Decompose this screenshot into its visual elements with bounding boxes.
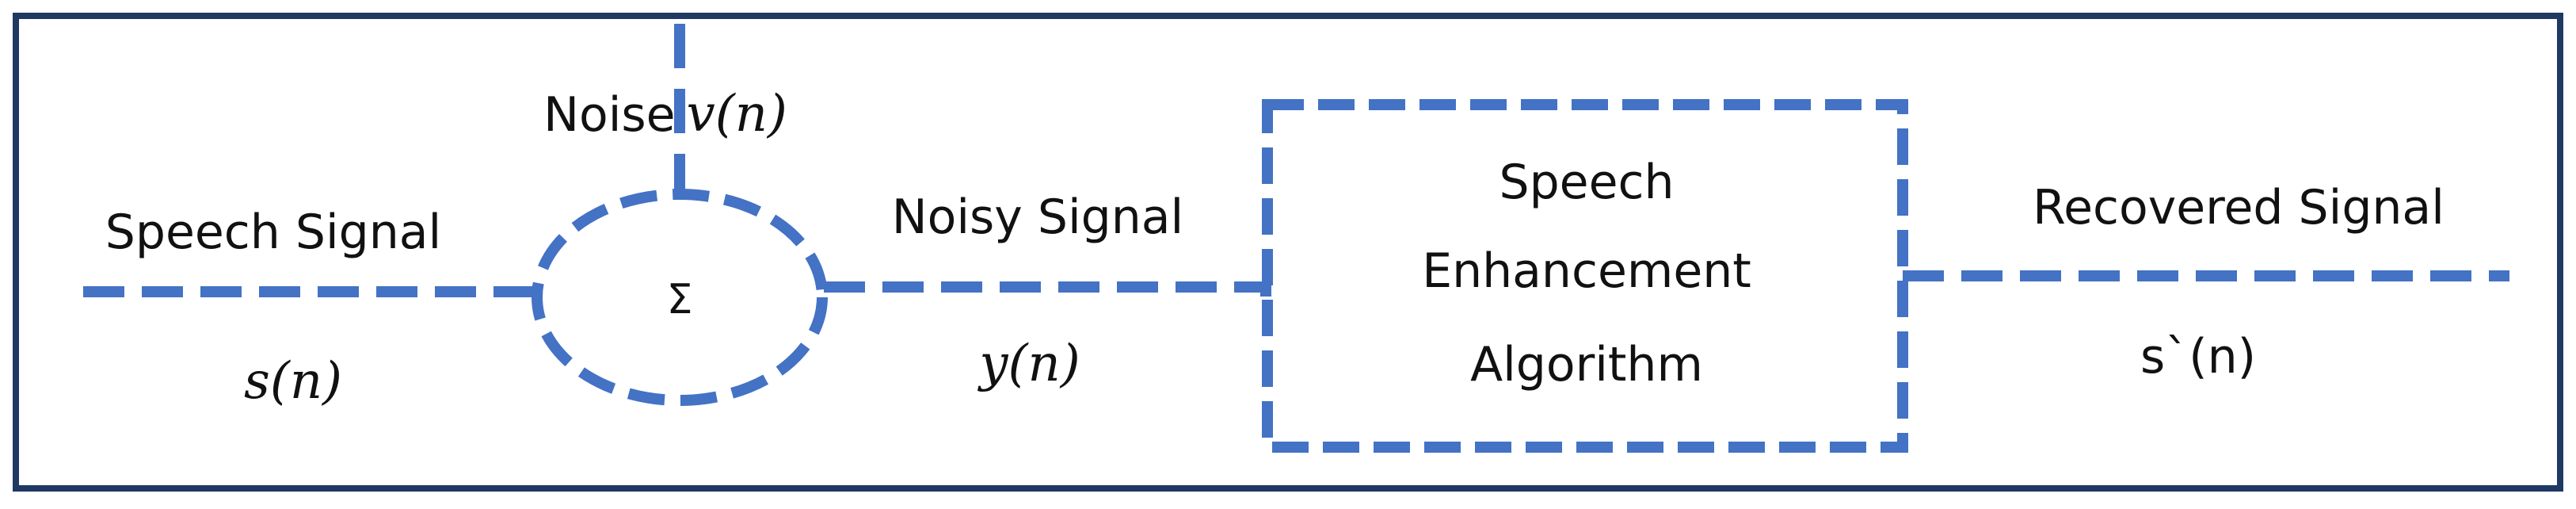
noisy-signal-label: Noisy Signal (892, 189, 1183, 245)
block-label-line1: Speech (1499, 155, 1674, 210)
summation-symbol: Σ (667, 276, 693, 323)
block-label-line3: Algorithm (1470, 337, 1703, 392)
noisy-signal-line (824, 281, 1271, 300)
recovered-signal-symbol: s`(n) (2140, 329, 2256, 385)
speech-signal-label: Speech Signal (105, 205, 441, 260)
recovered-signal-label: Recovered Signal (2033, 180, 2445, 235)
speech-signal-symbol: s(n) (244, 352, 342, 411)
noise-symbol: v(n) (687, 85, 787, 144)
noisy-signal-symbol: y(n) (977, 335, 1080, 393)
noise-prefix: Noise (543, 87, 675, 143)
outer-frame (13, 13, 2563, 492)
enhancement-block (1262, 99, 1908, 453)
block-label-line2: Enhancement (1422, 243, 1751, 299)
summation-node (532, 189, 828, 406)
